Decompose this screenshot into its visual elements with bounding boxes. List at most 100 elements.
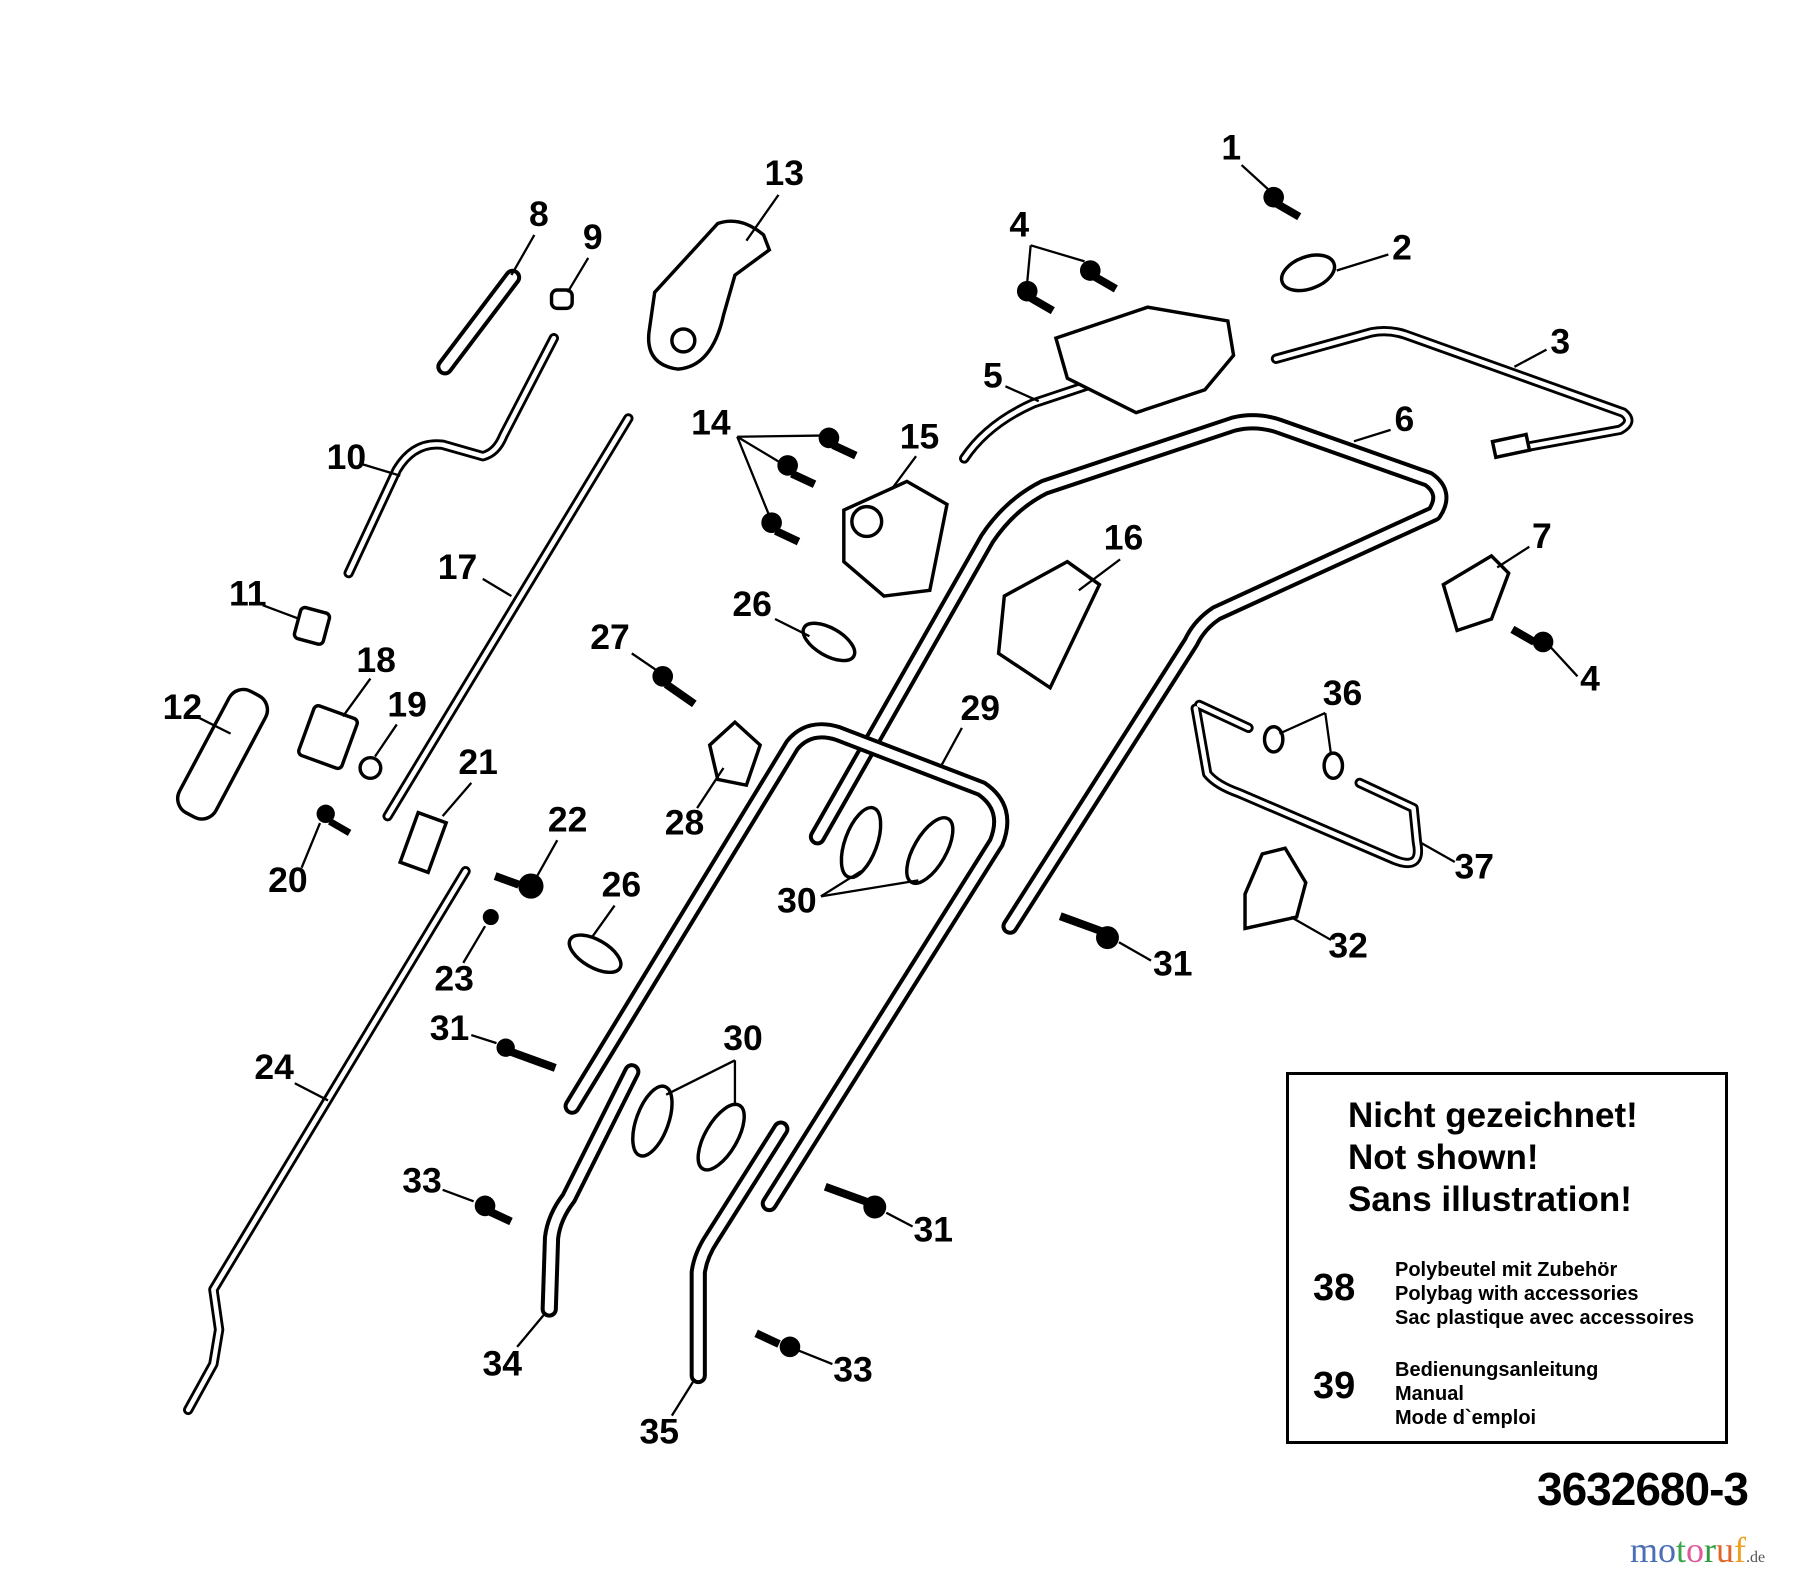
callout: 9 <box>583 217 603 257</box>
callout: 11 <box>229 573 267 613</box>
part-26-clip-2 <box>567 933 623 975</box>
not-shown-heading-en: Not shown! <box>1348 1138 1539 1177</box>
part-36-washer-2 <box>1322 751 1345 781</box>
part-13-hole <box>670 327 697 354</box>
part-11-cap <box>292 605 332 646</box>
part-21-plate <box>397 810 449 875</box>
callout: 24 <box>254 1047 294 1087</box>
watermark-letter: f <box>1734 1530 1747 1570</box>
item-number: 38 <box>1313 1267 1356 1309</box>
part-36-washer <box>1262 725 1285 754</box>
callout: 26 <box>732 584 772 624</box>
callout: 22 <box>548 799 588 839</box>
callout: 29 <box>960 688 1000 728</box>
part-13-lever <box>646 219 772 371</box>
watermark-logo: motoruf.de <box>1630 1530 1765 1578</box>
callout: 2 <box>1392 227 1412 267</box>
not-shown-heading-de: Nicht gezeichnet! <box>1348 1096 1638 1135</box>
callout: 27 <box>590 617 630 657</box>
part-18-clip <box>297 704 359 771</box>
part-15-hole <box>850 504 884 539</box>
callout: 37 <box>1455 846 1495 886</box>
part-34-lower-tube <box>540 1063 641 1318</box>
callout: 23 <box>434 959 474 999</box>
callout: 31 <box>1153 944 1193 984</box>
callout: 34 <box>482 1344 522 1384</box>
part-5-cable-inner <box>961 378 1105 461</box>
callout: 16 <box>1104 517 1144 557</box>
item-number: 39 <box>1313 1365 1356 1407</box>
callout: 31 <box>913 1210 953 1250</box>
part-30-knob-3 <box>631 1084 674 1158</box>
part-3-cable <box>1270 325 1634 453</box>
part-2-clip <box>1279 253 1337 293</box>
part-30-knob <box>839 805 883 880</box>
callout: 7 <box>1532 516 1552 556</box>
callout: 5 <box>983 356 1003 396</box>
item-line: Manual <box>1395 1383 1464 1405</box>
part-32-clip <box>1243 846 1308 931</box>
part-17-rod <box>382 413 634 822</box>
part-19-washer <box>358 755 383 781</box>
part-16-cover <box>996 559 1102 691</box>
part-10-rod <box>343 332 559 579</box>
leader-lines <box>197 164 1579 1417</box>
part-6-upper-handle <box>808 413 1449 935</box>
part-3-cable-end <box>1490 432 1532 460</box>
watermark-letter: r <box>1704 1530 1717 1570</box>
part-37-bracket <box>1190 699 1424 869</box>
part-9-cap <box>549 288 574 311</box>
part-26-clip <box>801 621 857 663</box>
item-line: Polybeutel mit Zubehör <box>1395 1259 1618 1281</box>
callout: 17 <box>438 547 478 587</box>
callout: 10 <box>327 437 367 477</box>
callout: 12 <box>163 687 203 727</box>
callout: 26 <box>602 865 642 905</box>
callout: 4 <box>1009 204 1029 244</box>
callout: 36 <box>1323 673 1363 713</box>
part-29-lower-frame <box>563 722 1010 1213</box>
item-line: Sac plastique avec accessoires <box>1395 1307 1695 1329</box>
item-description: Polybeutel mit Zubehör Polybag with acce… <box>1395 1258 1694 1330</box>
watermark-letter: u <box>1716 1530 1735 1570</box>
part-12-grip <box>175 687 270 821</box>
part-15-bracket <box>842 479 949 598</box>
item-line: Mode d`emploi <box>1395 1407 1537 1429</box>
watermark-letter: o <box>1686 1530 1705 1570</box>
callout: 21 <box>458 742 498 782</box>
item-description: Bedienungsanleitung Manual Mode d`emploi <box>1395 1358 1598 1430</box>
callout: 33 <box>833 1349 873 1389</box>
callout: 13 <box>764 153 804 193</box>
callout: 20 <box>268 860 308 900</box>
watermark-name: motoruf <box>1630 1530 1746 1570</box>
callout: 32 <box>1328 925 1368 965</box>
part-30-knob-2 <box>905 816 955 886</box>
callout-labels: 1 2 3 4 4 5 6 7 8 9 10 11 12 13 14 15 16… <box>163 128 1600 1452</box>
part-24-rod <box>183 866 471 1416</box>
callout: 18 <box>356 640 396 680</box>
part-5-switch-housing <box>1053 305 1236 415</box>
part-3-cable-inner <box>1273 328 1631 450</box>
part-7-clamp <box>1441 553 1511 633</box>
callout: 19 <box>387 685 427 725</box>
callout: 15 <box>900 416 940 456</box>
watermark-letter: m <box>1630 1530 1659 1570</box>
callout: 30 <box>723 1018 763 1058</box>
callout: 1 <box>1221 128 1241 168</box>
part-30-knob-4 <box>696 1102 746 1172</box>
item-line: Polybag with accessories <box>1395 1283 1639 1305</box>
small-parts <box>175 186 1554 1358</box>
callout: 35 <box>640 1411 680 1451</box>
callout: 6 <box>1394 399 1414 439</box>
watermark-letter: o <box>1658 1530 1677 1570</box>
part-8-sleeve <box>436 268 522 376</box>
part-35-lower-tube <box>689 1120 790 1385</box>
callout: 30 <box>777 881 817 921</box>
callout: 14 <box>691 403 731 443</box>
drawing-number: 3632680-3 <box>1537 1463 1749 1515</box>
callout: 8 <box>529 194 549 234</box>
callout: 31 <box>430 1008 470 1048</box>
not-shown-heading-fr: Sans illustration! <box>1348 1180 1632 1219</box>
